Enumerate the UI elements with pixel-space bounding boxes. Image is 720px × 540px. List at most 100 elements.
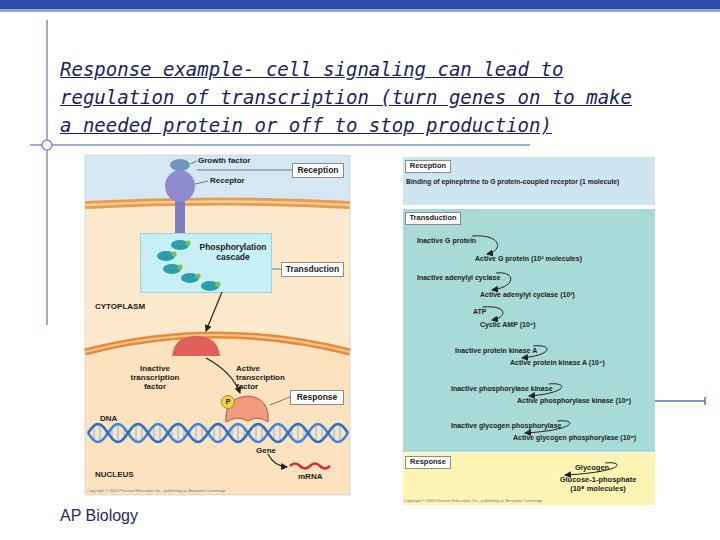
node-text: Glucose-1-phosphate (10⁸ molecules) [553, 476, 643, 493]
cascade-molecules [157, 251, 175, 261]
inactive-factor [172, 336, 220, 356]
node-text: Phosphorylation cascade [197, 243, 269, 263]
node-text: Response [406, 458, 450, 467]
leader-line [190, 161, 197, 164]
node-text: Active phosphorylase kinase (10⁵) [517, 397, 631, 405]
panel-header: Transduction [405, 212, 461, 225]
extracellular-space [85, 155, 350, 204]
node-text: Binding of epinephrine to G protein-coup… [406, 178, 654, 186]
label-text: DNA [100, 414, 117, 423]
signal-arrow [268, 454, 287, 467]
node-text: Reception [406, 162, 450, 171]
leader-line [272, 269, 281, 270]
footer-text: AP Biology [60, 507, 138, 525]
dna-rung [297, 424, 298, 442]
cascade-molecules [201, 281, 219, 291]
node-text: Inactive phosphorylase kinase [451, 385, 553, 393]
leader-line [190, 161, 292, 405]
slide-rule [704, 397, 706, 405]
copyright-note: Copyright © 2005 Pearson Education, Inc.… [404, 499, 542, 504]
step-arrow [525, 421, 570, 433]
node-text: Cyclic AMP (10⁴) [480, 321, 536, 329]
leader-line [197, 170, 292, 171]
dna-helix [88, 424, 348, 442]
cascade-box: Phosphorylation cascade [140, 233, 272, 293]
dna-rung [315, 424, 316, 441]
node-text: Active protein kinase A (10⁴) [510, 359, 605, 367]
step-arrow [482, 307, 503, 320]
growth-factor [170, 159, 190, 171]
dna-rung [255, 424, 256, 441]
panel-header: Response [405, 456, 451, 469]
nucleus [85, 335, 350, 495]
cascade-molecules [157, 240, 221, 291]
panel-header: Reception [405, 160, 451, 173]
node-text: Transduction [406, 214, 460, 223]
stage-tag: Reception [292, 163, 344, 178]
phosphate [222, 396, 235, 409]
node-text: Transduction [282, 265, 343, 275]
node-text: Active adenylyl cyclase (10²) [480, 291, 575, 299]
dna-rung [177, 424, 178, 442]
node-text: Inactive glycogen phosphorylase [451, 422, 561, 430]
step-arrow [522, 346, 547, 358]
figure-frame [85, 155, 350, 495]
slide-rule [46, 20, 48, 325]
node-text: Glycogen [575, 464, 609, 473]
top-bar-shade [0, 9, 720, 12]
label-text: Receptor [210, 176, 245, 185]
dna-rung [159, 424, 160, 441]
dna-rung [117, 424, 118, 442]
receptor-stalk [175, 196, 185, 238]
node-text: Inactive adenylyl cyclase [417, 274, 500, 282]
label-text: Gene [256, 446, 276, 455]
node-text: Inactive protein kinase A [455, 347, 537, 355]
node-text: Active G protein (10² molecules) [475, 255, 582, 263]
copyright-note: Copyright © 2005 Pearson Education, Inc.… [87, 489, 225, 494]
dna-rung [219, 424, 220, 441]
cascade-molecules [215, 281, 220, 286]
stage-tag: Response [290, 390, 344, 405]
cascade-molecules [181, 273, 199, 283]
dna-rung [339, 424, 340, 441]
cytoplasm [85, 155, 350, 495]
dna-strand [88, 424, 348, 442]
cascade-molecules [195, 273, 200, 278]
leader-line [270, 397, 290, 405]
label-text: Inactive transcription factor [120, 364, 190, 392]
cascade-molecules [171, 251, 176, 256]
label-text: Active transcription factor [236, 364, 298, 392]
cascade-molecules [163, 264, 181, 274]
step-arrow [472, 236, 497, 254]
response-panel: GlycogenGlucose-1-phosphate (10⁸ molecul… [403, 453, 655, 505]
dna-rung [135, 424, 136, 441]
slide-ornament [42, 140, 52, 150]
slide-title: Response example- cell signaling can lea… [60, 55, 645, 139]
label-text: mRNA [298, 472, 322, 481]
node-text: Reception [293, 166, 343, 176]
transduction-panel: Inactive G proteinActive G protein (10² … [403, 209, 655, 452]
dna-rung [279, 424, 280, 441]
cell-illustration [85, 155, 350, 495]
dna-rung [195, 424, 196, 441]
cascade-molecules [177, 264, 182, 269]
dna-strand [88, 424, 348, 442]
step-arrow [529, 384, 562, 396]
signal-arrow [206, 358, 240, 393]
stage-tag: Transduction [281, 262, 344, 277]
node-text: Active glycogen phosphorylase (10⁶) [513, 434, 636, 442]
phosphate-label: P [222, 398, 234, 406]
dna-rung [99, 424, 100, 441]
reception-panel: Binding of epinephrine to G protein-coup… [403, 157, 655, 205]
step-arrow [472, 236, 617, 475]
mrna-strand [290, 464, 330, 469]
plasma-membrane [85, 202, 350, 206]
label-text: Growth factor [198, 156, 250, 165]
cascade-molecules [171, 240, 189, 250]
top-bar [0, 0, 720, 9]
signal-arrow [206, 292, 287, 467]
step-arrow [565, 463, 617, 475]
signal-arrow [206, 292, 222, 331]
